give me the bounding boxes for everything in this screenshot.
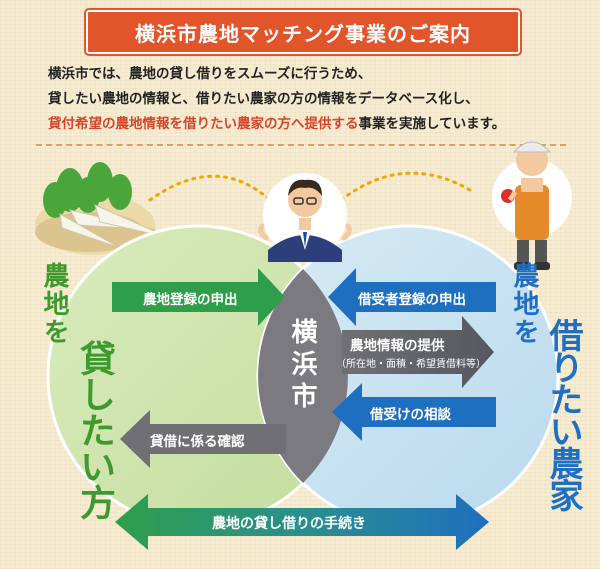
label-info-provision: 農地情報の提供: [350, 338, 445, 354]
label-procedure: 農地の貸し借りの手続き: [212, 516, 366, 532]
intro-text: 横浜市では、農地の貸し借りをスムーズに行うため、 貸したい農地の情報と、借りたい…: [48, 62, 588, 137]
intro-line-1: 横浜市では、農地の貸し借りをスムーズに行うため、: [48, 66, 372, 82]
label-borrowing-consultation: 借受けの相談: [370, 407, 451, 423]
right-party-bottom: 借りたい農家: [543, 318, 583, 510]
arrow-procedure: [115, 494, 489, 550]
intro-highlight: 貸付希望の農地情報を借りたい農家の方へ提供する: [48, 116, 359, 132]
left-party-top: 農地を: [39, 262, 69, 346]
page-title: 横浜市農地マッチング事業のご案内: [86, 10, 520, 54]
farmer-illustration: [492, 141, 572, 270]
arrow-info-provision: [342, 316, 494, 388]
intro-line-2: 貸したい農地の情報と、借りたい農家の方の情報をデータベース化し、: [48, 91, 479, 107]
divider: [36, 144, 566, 146]
label-land-registration: 農地登録の申出: [143, 292, 238, 308]
vegetables-illustration: [35, 162, 171, 255]
arrow-lending-confirmation: [120, 410, 286, 468]
label-lending-confirmation: 貸借に係る確認: [150, 434, 245, 450]
arrow-borrowing-consultation: [332, 383, 496, 441]
intro-line-3-rest: 事業を実施しています。: [358, 116, 506, 132]
dotted-connector-left: [148, 174, 277, 207]
arrow-land-registration: [112, 268, 285, 326]
left-party-bottom: 貸したい方: [74, 340, 115, 520]
label-info-provision-sub: （所在地・面積・希望賃借料等）: [336, 359, 486, 370]
label-borrower-registration: 借受者登録の申出: [358, 292, 466, 308]
city-official-illustration: [258, 173, 352, 262]
dotted-connector-right: [333, 171, 472, 207]
right-party-top: 農地を: [509, 262, 539, 346]
intro-line-3: 貸付希望の農地情報を借りたい農家の方へ提供する事業を実施しています。: [48, 112, 588, 137]
center-city-label: 横浜市: [287, 318, 317, 414]
arrow-borrower-registration: [328, 268, 496, 326]
